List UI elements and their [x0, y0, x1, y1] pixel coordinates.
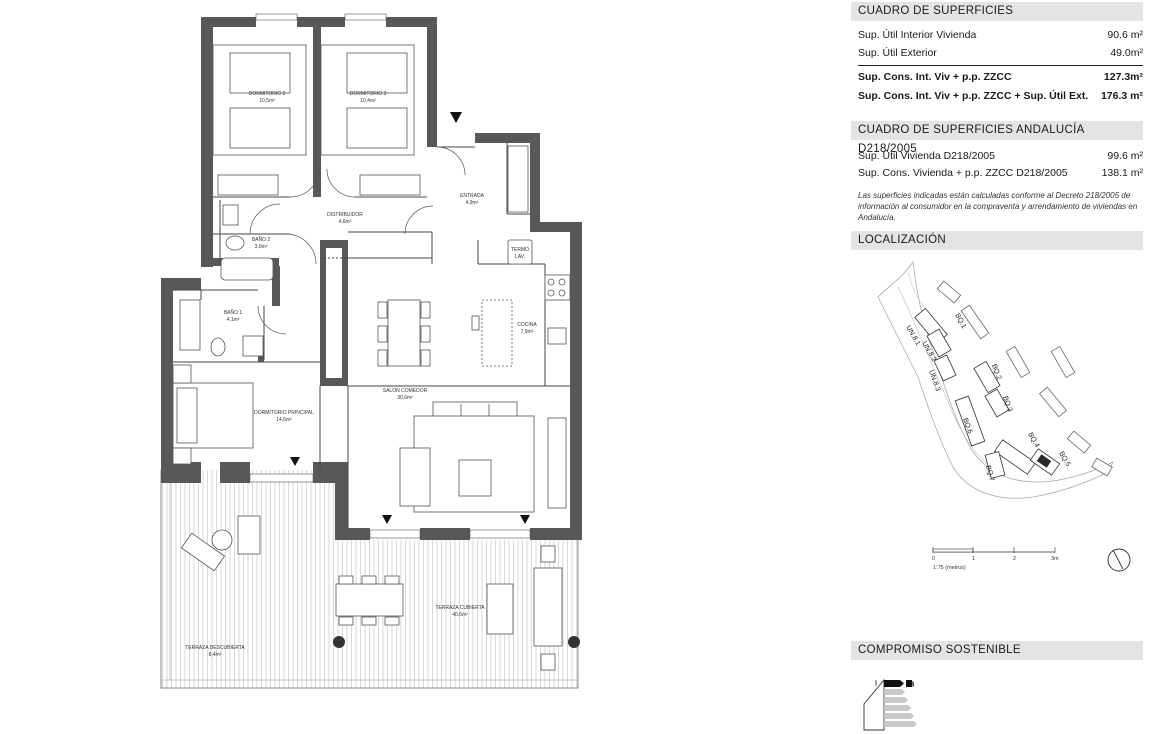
localizacion-header: LOCALIZACIÓN	[851, 231, 1143, 250]
superficies-header: CUADRO DE SUPERFICIES	[851, 2, 1143, 21]
label-dormitorio2: DORMITORIO 2	[249, 91, 286, 97]
area-dormitorio-principal: 14,6m²	[276, 417, 292, 423]
kitchen-fixtures	[507, 145, 571, 345]
superficie-label: Sup. Cons. Int. Viv + p.p. ZZCC + Sup. Ú…	[858, 90, 1089, 102]
andalucia-label: Sup. Cons. Vivienda + p.p. ZZCC D218/200…	[858, 167, 1068, 179]
living-furniture	[377, 299, 567, 513]
energy-rating: B	[909, 680, 915, 689]
compass-icon	[1107, 548, 1131, 572]
area-terraza-cubierta: 40,6m²	[452, 612, 468, 618]
andalucia-label: Sup. Útil Vivienda D218/2005	[858, 150, 995, 162]
interior-partitions	[173, 143, 570, 528]
access-arrows	[290, 112, 530, 524]
superficie-value: 127.3m²	[1103, 71, 1143, 83]
scale-label: 1:75 (metros)	[933, 565, 966, 571]
area-distribuidor: 4,6m²	[339, 219, 352, 225]
label-terraza-descubierta: TERRAZA DESCUBIERTA	[185, 645, 245, 651]
decreto-note: Las superficies indicadas están calculad…	[858, 191, 1138, 222]
highlighted-unit	[1036, 454, 1052, 468]
scale-tick: 3m	[1051, 556, 1059, 562]
scale-tick: 2	[1013, 556, 1016, 562]
windows	[249, 13, 531, 539]
label-dormitorio3: DORMITORIO 3	[350, 91, 387, 97]
area-entrada: 4,9m²	[466, 200, 479, 206]
superficie-row: Sup. Cons. Int. Viv + p.p. ZZCC + Sup. Ú…	[858, 89, 1143, 103]
area-dormitorio2: 10,5m²	[259, 98, 275, 104]
label-entrada: ENTRADA	[460, 193, 485, 199]
area-terraza-descubierta: 8,4m²	[209, 652, 222, 658]
superficie-label: Sup. Útil Exterior	[858, 47, 937, 59]
superficie-label: Sup. Útil Interior Vivienda	[858, 29, 977, 41]
compromiso-header: COMPROMISO SOSTENIBLE	[851, 641, 1143, 660]
andalucia-header: CUADRO DE SUPERFICIES ANDALUCÍA D218/200…	[851, 121, 1143, 155]
floor-plan: DORMITORIO 2 10,5m² DORMITORIO 3 10,4m² …	[160, 13, 582, 689]
label-lav: LAV.	[515, 254, 525, 260]
area-salon: 30,6m²	[397, 395, 413, 401]
area-bano1: 4,1m²	[227, 317, 240, 323]
exterior-walls	[161, 17, 582, 540]
superficie-value: 90.6 m²	[1107, 29, 1143, 41]
map-label-bq5: BQ.5	[1057, 451, 1071, 468]
superficie-row: Sup. Útil Interior Vivienda 90.6 m²	[858, 28, 1143, 42]
energy-label-icon: B	[863, 678, 917, 731]
label-bano2: BAÑO 2	[252, 236, 271, 243]
beds	[172, 44, 421, 465]
superficie-value: 176.3 m²	[1100, 90, 1143, 102]
area-dormitorio3: 10,4m²	[360, 98, 376, 104]
area-bano2: 3,0m²	[255, 244, 268, 250]
label-distribuidor: DISTRIBUIDOR	[327, 212, 363, 218]
andalucia-row: Sup. Útil Vivienda D218/2005 99.6 m²	[858, 149, 1143, 163]
map-label-bq7: BQ.7	[984, 465, 995, 482]
terrace-furniture	[180, 515, 563, 671]
andalucia-value: 99.6 m²	[1107, 150, 1143, 162]
location-map: BQ.1 UN.8.1 UN.8.2 UN.8.3 BQ.2 BQ.3 BQ.4…	[877, 260, 1131, 572]
map-label-bq4: BQ.4	[1026, 432, 1040, 449]
planters	[333, 636, 580, 648]
andalucia-row: Sup. Cons. Vivienda + p.p. ZZCC D218/200…	[858, 166, 1143, 180]
scale-tick: 0	[932, 556, 935, 562]
area-cocina: 7,9m²	[521, 329, 534, 335]
label-salon: SALON COMEDOR	[383, 388, 428, 394]
door-swings	[249, 146, 466, 335]
label-terraza-cubierta: TERRAZA CUBIERTA	[435, 605, 485, 611]
superficie-row: Sup. Cons. Int. Viv + p.p. ZZCC 127.3m²	[858, 70, 1143, 84]
superficie-label: Sup. Cons. Int. Viv + p.p. ZZCC	[858, 71, 1012, 83]
scale-bar: 0 1 2 3m 1:75 (metros)	[932, 547, 1059, 571]
label-dormitorio-principal: DORMITORIO PRINCIPAL	[254, 410, 314, 416]
superficies-divider	[858, 65, 1143, 66]
label-bano1: BAÑO 1	[224, 309, 243, 316]
superficie-value: 49.0m²	[1110, 47, 1143, 59]
scale-tick: 1	[972, 556, 975, 562]
label-cocina: COCINA	[517, 322, 537, 328]
map-label-un81: UN.8.1	[904, 325, 921, 347]
label-termo: TERMO	[511, 247, 529, 253]
superficie-row: Sup. Útil Exterior 49.0m²	[858, 46, 1143, 60]
bathroom-fixtures	[179, 204, 274, 357]
andalucia-value: 138.1 m²	[1101, 167, 1143, 179]
